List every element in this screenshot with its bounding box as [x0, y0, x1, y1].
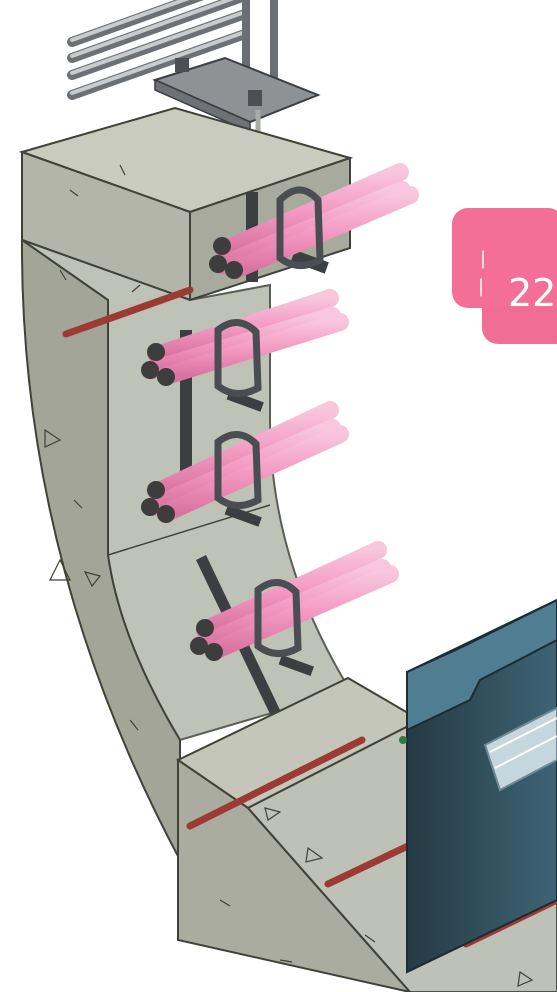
cable-bundle-1 [209, 163, 419, 279]
connector-marker [399, 736, 407, 744]
callout-tag-body [452, 208, 557, 308]
hanger-assembly [152, 0, 321, 181]
callout-tick-mark: | [478, 276, 485, 297]
callout-label: 22 [508, 271, 557, 315]
callout-tick-mark: | [480, 248, 487, 269]
concrete-hatching [44, 164, 534, 987]
callout-tag: | | 22 [452, 208, 557, 344]
cable-bundle-4 [190, 541, 399, 661]
cable-bundle-3 [141, 401, 349, 523]
overhead-pipes [67, 0, 250, 100]
cable-trough [406, 598, 557, 974]
cable-bundle-2 [141, 289, 349, 397]
